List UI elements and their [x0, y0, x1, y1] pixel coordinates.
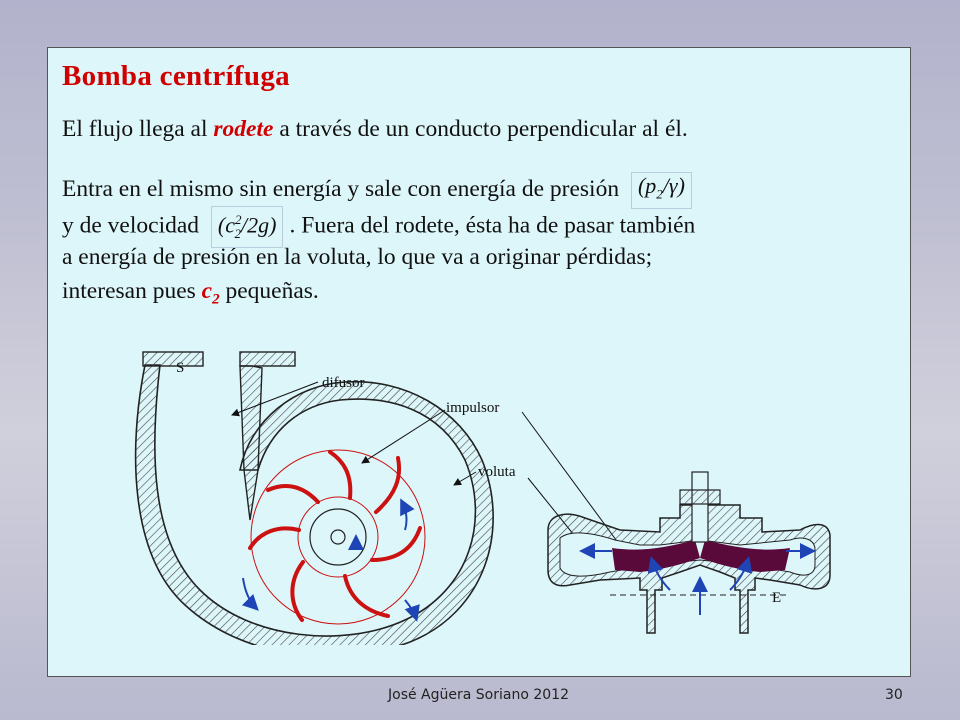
para2-line1-text: Entra en el mismo sin energía y sale con… — [62, 176, 620, 202]
para1-before: El flujo llega al — [62, 116, 214, 142]
footer-author: José Agüera Soriano 2012 — [388, 687, 569, 703]
side-arrow-inner-right — [729, 556, 753, 591]
outlet-flange-right — [239, 351, 296, 367]
flow-arrows-side — [579, 543, 816, 615]
flow-arrow-4 — [241, 577, 259, 611]
formula-pressure-sub: 2 — [656, 186, 663, 202]
outlet-flange-left — [142, 351, 204, 367]
paragraph-energy: Entra en el mismo sin energía y sale con… — [62, 172, 902, 308]
impeller-section-left — [612, 540, 700, 572]
paragraph-flow-arrival: El flujo llega al rodete a través de un … — [62, 112, 688, 146]
side-casing — [547, 504, 831, 634]
formula-velocity-lead: (c — [217, 212, 235, 238]
para2-line4-tail: pequeñas. — [219, 278, 319, 304]
blade-2 — [370, 526, 422, 562]
formula-pressure-head: (p2/γ) — [630, 172, 692, 209]
formula-pressure-lead: (p — [637, 173, 657, 199]
label-difusor: difusor — [322, 375, 365, 391]
flow-arrows-impeller — [241, 498, 420, 622]
pump-side-section — [547, 471, 831, 634]
volute-casing — [134, 351, 494, 645]
flow-arrow-2 — [347, 534, 364, 551]
formula-velocity-head: (c22/2g) — [210, 206, 284, 248]
shaft-center-circle — [330, 529, 346, 545]
para2-line-1: Entra en el mismo sin energía y sale con… — [62, 172, 902, 209]
shaft — [691, 471, 709, 543]
para2-line2-tail: . Fuera del rodete, ésta ha de pasar tam… — [289, 212, 696, 239]
side-arrow-inner-left — [647, 556, 671, 591]
label-voluta: voluta — [478, 464, 516, 480]
symbol-c2: c2 — [201, 278, 220, 308]
blade-4 — [290, 560, 305, 622]
para1-emphasis: rodete — [213, 116, 274, 142]
para2-line-3: a energía de presión en la voluta, lo qu… — [62, 240, 902, 274]
impeller-outer-circle — [250, 449, 426, 625]
slide-title: Bomba centrífuga — [62, 60, 290, 92]
impeller-section-right — [700, 540, 790, 572]
symbol-c-sub: 2 — [212, 291, 220, 308]
impeller-blades — [248, 450, 422, 622]
gland — [679, 489, 721, 505]
blade-5 — [248, 526, 301, 550]
blade-6 — [266, 484, 320, 504]
para2-line3-text: a energía de presión en la voluta, lo qu… — [62, 244, 653, 270]
impeller — [241, 449, 426, 625]
blade-7 — [328, 450, 353, 500]
page-number: 30 — [885, 687, 903, 703]
para2-line-2: y de velocidad (c22/2g). Fuera del rodet… — [62, 206, 902, 248]
label-impulsor: impulsor — [446, 400, 499, 416]
diffuser-tongue — [239, 365, 263, 521]
blade-3 — [343, 574, 390, 618]
voluta-leader-line-left — [453, 471, 477, 486]
difusor-leader-line — [231, 381, 319, 417]
impulsor-leader-line-left — [361, 409, 446, 464]
label-e: E — [772, 590, 781, 606]
formula-velocity-sup: 2 — [235, 212, 242, 227]
formula-velocity-sub: 2 — [234, 225, 242, 241]
flow-arrow-1 — [400, 498, 415, 531]
blade-1 — [374, 456, 402, 514]
symbol-c: c — [201, 278, 213, 304]
shaft-hub-circle — [309, 508, 367, 566]
centrifugal-pump-diagram: S difusor impulsor voluta — [134, 351, 831, 645]
para1-after: a través de un conducto perpendicular al… — [273, 116, 688, 142]
para2-line-4: interesan pues c2 pequeñas. — [62, 274, 902, 308]
formula-pressure-tail: /γ) — [662, 173, 685, 199]
para2-line4-lead: interesan pues — [62, 278, 202, 304]
label-s: S — [176, 360, 184, 376]
flow-arrow-3 — [404, 599, 420, 622]
formula-velocity-tail: /2g) — [241, 212, 277, 238]
para2-line2-lead: y de velocidad — [62, 212, 200, 239]
impeller-inner-circle — [297, 496, 379, 578]
